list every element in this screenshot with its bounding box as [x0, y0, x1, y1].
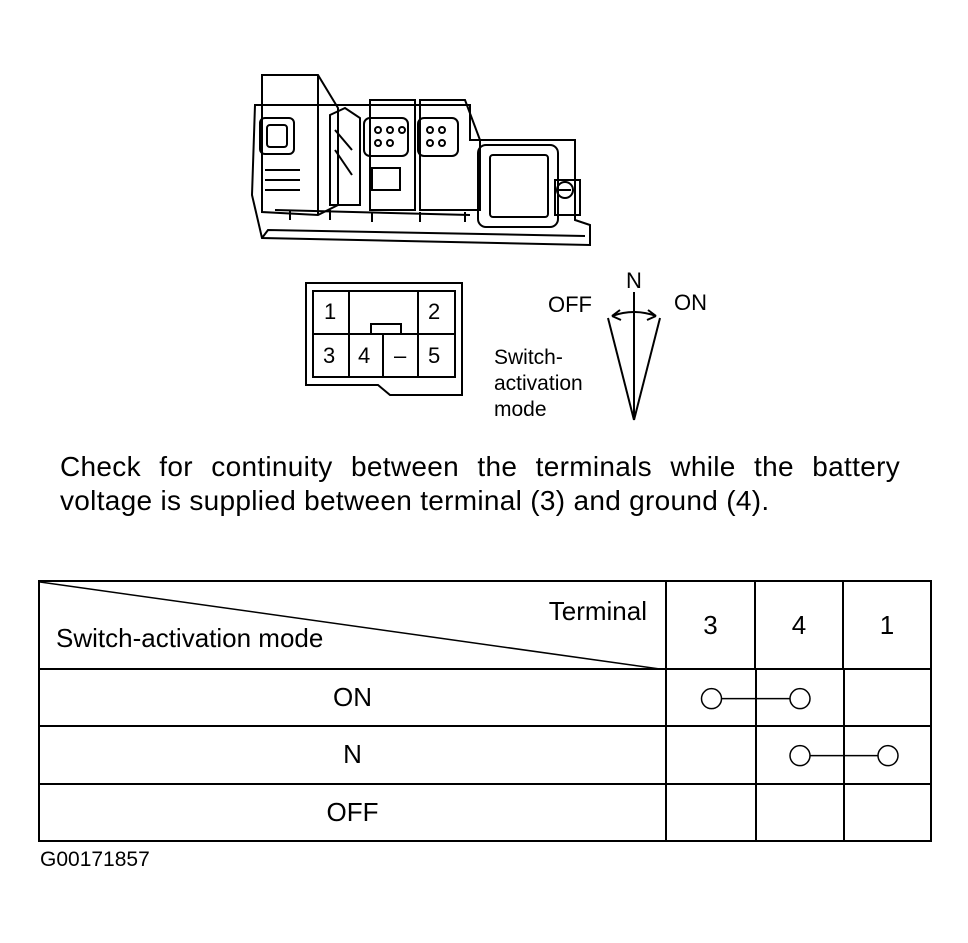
continuity-node	[789, 687, 811, 710]
connector-pin-4: 4	[358, 343, 371, 368]
table-header-corner: Terminal Switch-activation mode	[38, 580, 667, 670]
instruction-text: Check for continuity between the termina…	[60, 451, 900, 516]
connector-pin-2: 2	[428, 299, 441, 324]
table-row-on: ON	[38, 667, 932, 728]
continuity-table: Terminal Switch-activation mode 3 4 1 ON…	[38, 580, 932, 843]
continuity-node	[700, 687, 723, 710]
switch-caption-line-2: activation	[494, 372, 583, 395]
row-mode-label: N	[38, 725, 667, 785]
switch-label-off: OFF	[548, 292, 592, 317]
header-terminal-label: Terminal	[548, 596, 647, 626]
continuity-cell	[665, 782, 932, 843]
switch-label-on: ON	[674, 290, 707, 315]
continuity-marks	[700, 670, 845, 728]
switch-caption-line-3: mode	[494, 398, 547, 421]
table-row-n: N	[38, 725, 932, 785]
continuity-node	[789, 745, 811, 767]
document-id: G00171857	[40, 848, 150, 871]
table-header-row: Terminal Switch-activation mode 3 4 1	[38, 580, 932, 670]
connector-pin-1: 1	[324, 299, 337, 324]
connector-pin-3: 3	[323, 343, 336, 368]
continuity-cell	[665, 667, 932, 728]
continuity-node	[877, 745, 899, 767]
continuity-cell	[665, 725, 932, 785]
header-mode-label: Switch-activation mode	[56, 623, 324, 653]
header-terminal-3: 3	[665, 580, 756, 670]
switch-caption-line-1: Switch-	[494, 346, 563, 369]
continuity-marks	[755, 784, 845, 842]
continuity-marks	[755, 727, 899, 785]
table-row-off: OFF	[38, 782, 932, 843]
connector-pin-blank: –	[394, 343, 407, 368]
row-mode-label: OFF	[38, 782, 667, 843]
header-terminal-4: 4	[754, 580, 844, 670]
row-mode-label: ON	[38, 667, 667, 728]
header-terminal-1: 1	[842, 580, 932, 670]
connector-pin-5: 5	[428, 343, 441, 368]
switch-label-n: N	[626, 268, 642, 293]
